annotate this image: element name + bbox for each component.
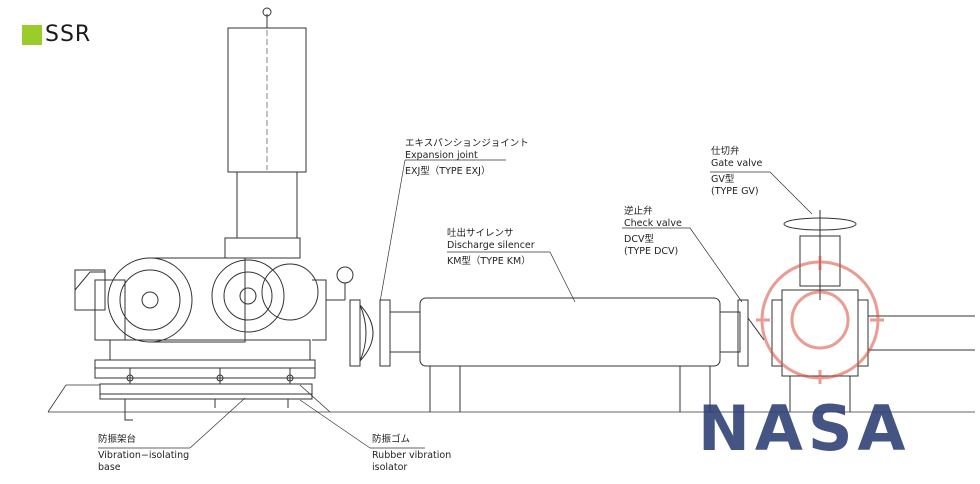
discharge-silencer-en: Discharge silencer	[447, 240, 535, 251]
expansion-joint-ja: エキスパンションジョイント	[405, 138, 529, 149]
expansion-joint-en: Expansion joint	[405, 150, 478, 161]
rubber-isolator-en-2: isolator	[372, 462, 408, 473]
check-valve-ja: 逆止弁	[624, 206, 653, 217]
diagram-title: SSR	[22, 22, 91, 47]
check-valve-en: Check valve	[624, 218, 682, 229]
isolating-base-en-2: base	[98, 462, 121, 473]
gate-valve	[771, 210, 975, 412]
gate-valve-label: 仕切弁 Gate valve GV型 (TYPE GV)	[711, 146, 762, 198]
rubber-isolator-label: 防振ゴム Rubber vibration isolator	[372, 434, 451, 474]
leader-lines	[98, 159, 813, 449]
discharge-silencer-ja: 吐出サイレンサ	[447, 228, 514, 239]
discharge-silencer	[389, 297, 741, 412]
isolating-base-ja: 防振架台	[98, 434, 137, 445]
expansion-joint-type: EXJ型（TYPE EXJ）	[405, 166, 491, 177]
isolating-base-en-1: Vibration−isolating	[98, 450, 190, 461]
gate-valve-type-ja: GV型	[711, 174, 735, 185]
isolating-base-label: 防振架台 Vibration−isolating base	[98, 434, 189, 474]
gate-valve-type-en: (TYPE GV)	[711, 186, 759, 197]
vibration-isolating-base	[94, 359, 316, 421]
motor-blower-assembly	[74, 257, 354, 361]
check-valve	[737, 299, 765, 367]
rubber-isolator-en-1: Rubber vibration	[372, 450, 452, 461]
check-valve-label: 逆止弁 Check valve DCV型 (TYPE DCV)	[624, 206, 682, 258]
discharge-silencer-label: 吐出サイレンサ Discharge silencer KM型（TYPE KM）	[447, 228, 535, 268]
suction-silencer-tower	[224, 7, 307, 259]
watermark-gear-icon	[756, 256, 884, 384]
title-text: SSR	[45, 22, 92, 47]
discharge-silencer-type: KM型（TYPE KM）	[447, 256, 531, 267]
expansion-joint	[349, 299, 391, 367]
floor-lines	[47, 384, 975, 413]
check-valve-type-en: (TYPE DCV)	[624, 246, 679, 257]
check-valve-type-ja: DCV型	[624, 234, 654, 245]
gate-valve-ja: 仕切弁	[711, 146, 740, 157]
gate-valve-en: Gate valve	[711, 158, 763, 169]
title-marker	[22, 24, 42, 45]
rubber-isolator-ja: 防振ゴム	[372, 434, 411, 445]
expansion-joint-label: エキスパンションジョイント Expansion joint EXJ型（TYPE …	[405, 138, 529, 178]
watermark-logo: NASA	[698, 392, 911, 465]
